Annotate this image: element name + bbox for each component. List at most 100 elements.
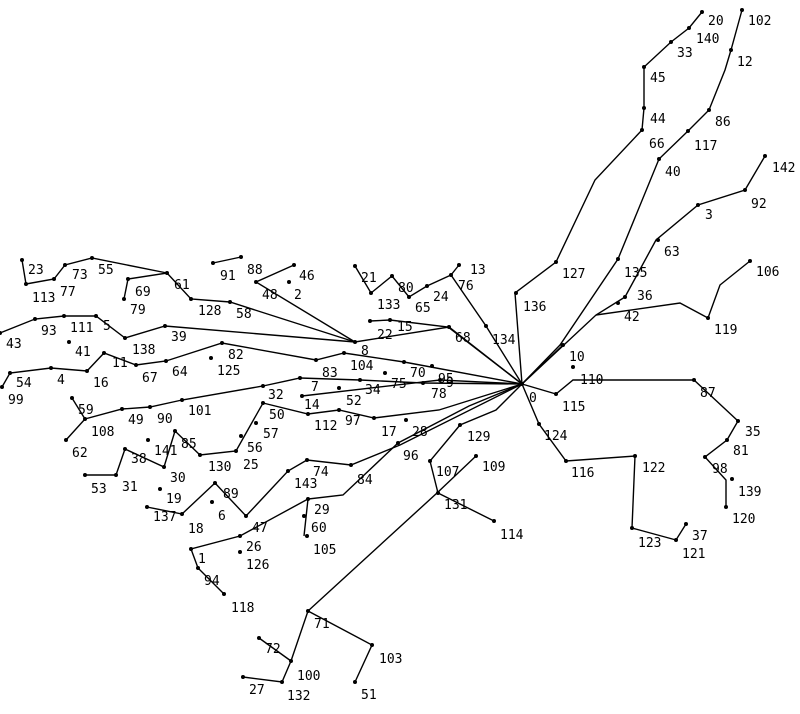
node-106-label: 106	[756, 265, 779, 280]
node-15-label: 15	[397, 320, 413, 335]
edge-4	[521, 344, 565, 385]
node-90-dot	[148, 405, 152, 409]
node-7-label: 7	[311, 380, 319, 395]
node-39-label: 39	[171, 330, 187, 345]
node-56-dot	[239, 434, 243, 438]
node-86-label: 86	[715, 115, 731, 130]
node-26-label: 26	[246, 540, 262, 555]
node-63-dot	[656, 238, 660, 242]
node-117-label: 117	[694, 139, 717, 154]
node-93-dot	[33, 317, 37, 321]
node-79-dot	[122, 297, 126, 301]
node-99-dot	[0, 385, 4, 389]
node-5-dot	[94, 314, 98, 318]
node-84-dot	[349, 463, 353, 467]
node-101-dot	[180, 398, 184, 402]
node-20-dot	[700, 10, 704, 14]
node-118-dot	[222, 592, 226, 596]
node-99-label: 99	[8, 393, 24, 408]
node-17-dot	[372, 416, 376, 420]
node-24-label: 24	[433, 290, 449, 305]
node-56-label: 56	[247, 441, 263, 456]
node-115-dot	[554, 392, 558, 396]
node-89-label: 89	[223, 487, 239, 502]
node-143-dot	[286, 469, 290, 473]
node-139-label: 139	[738, 485, 761, 500]
node-54-dot	[8, 371, 12, 375]
node-60-dot	[302, 514, 306, 518]
node-78-dot	[421, 381, 425, 385]
node-132-label: 132	[287, 689, 310, 704]
node-24-dot	[425, 284, 429, 288]
node-64-label: 64	[172, 365, 188, 380]
node-48-dot	[254, 280, 258, 284]
node-97-label: 97	[345, 414, 361, 429]
node-62-label: 62	[72, 446, 88, 461]
node-77-label: 77	[60, 285, 76, 300]
node-58-dot	[228, 300, 232, 304]
node-83-label: 83	[322, 366, 338, 381]
node-12-label: 12	[737, 55, 753, 70]
node-5-label: 5	[103, 319, 111, 334]
edge-8	[242, 455, 477, 683]
node-121-dot	[674, 538, 678, 542]
node-68-label: 68	[455, 331, 471, 346]
node-42-dot	[616, 301, 620, 305]
node-119-dot	[706, 316, 710, 320]
node-59-dot	[70, 396, 74, 400]
node-85-label: 85	[181, 437, 197, 452]
node-10-dot	[561, 343, 565, 347]
node-95-label: 95	[438, 372, 454, 387]
node-108-label: 108	[91, 425, 114, 440]
node-129-dot	[458, 423, 462, 427]
edge-20	[354, 265, 452, 298]
node-2-label: 2	[294, 288, 302, 303]
node-139-dot	[730, 477, 734, 481]
node-46-label: 46	[299, 269, 315, 284]
node-32-label: 32	[268, 388, 284, 403]
node-82-dot	[220, 341, 224, 345]
node-135-label: 135	[624, 266, 647, 281]
node-72-label: 72	[265, 642, 281, 657]
node-42-label: 42	[624, 310, 640, 325]
node-81-dot	[725, 438, 729, 442]
node-117-dot	[686, 129, 690, 133]
node-74-label: 74	[313, 465, 329, 480]
node-118-label: 118	[231, 601, 254, 616]
node-27-dot	[241, 675, 245, 679]
node-74-dot	[305, 458, 309, 462]
node-79-label: 79	[130, 303, 146, 318]
node-119-label: 119	[714, 323, 737, 338]
node-20-label: 20	[708, 14, 724, 29]
node-101-label: 101	[188, 404, 211, 419]
node-114-label: 114	[500, 528, 524, 543]
node-55-dot	[90, 256, 94, 260]
node-94-label: 94	[204, 574, 220, 589]
node-41-dot	[67, 340, 71, 344]
node-105-dot	[305, 534, 309, 538]
node-84-label: 84	[357, 473, 373, 488]
edge-10	[258, 637, 292, 662]
node-104-dot	[342, 351, 346, 355]
node-52-label: 52	[346, 394, 362, 409]
node-98-label: 98	[712, 462, 728, 477]
node-43-label: 43	[6, 337, 22, 352]
node-13-label: 13	[470, 263, 486, 278]
node-135-dot	[616, 257, 620, 261]
node-95-dot	[430, 364, 434, 368]
node-40-label: 40	[665, 165, 681, 180]
node-21-dot	[353, 264, 357, 268]
node-50-label: 50	[269, 408, 285, 423]
node-47-dot	[244, 514, 248, 518]
node-30-dot	[162, 465, 166, 469]
node-123-dot	[630, 526, 634, 530]
node-23-dot	[20, 258, 24, 262]
edge-22	[123, 272, 356, 343]
node-82-label: 82	[228, 348, 244, 363]
node-121-label: 121	[682, 547, 705, 562]
node-130-dot	[198, 453, 202, 457]
node-18-dot	[180, 512, 184, 516]
node-64-dot	[164, 359, 168, 363]
node-102-dot	[740, 8, 744, 12]
